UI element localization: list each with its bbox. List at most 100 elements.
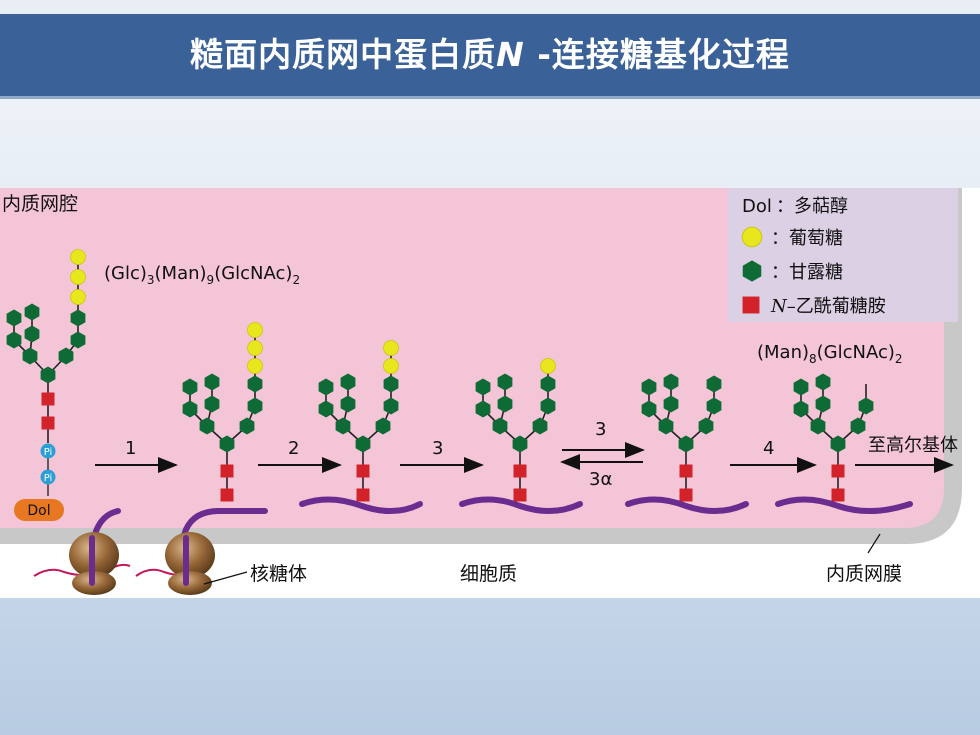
mannose bbox=[375, 417, 391, 435]
polypeptide-4 bbox=[625, 496, 749, 514]
formula-man-sub: 9 bbox=[207, 273, 215, 287]
phosphate-1-label: Pi bbox=[44, 447, 53, 458]
glycan-stage-3 bbox=[475, 358, 556, 502]
mannose bbox=[70, 309, 86, 327]
mannose bbox=[793, 400, 809, 418]
mannose bbox=[540, 397, 556, 415]
phosphate-2-label: Pi bbox=[44, 473, 53, 484]
glycan-stage-4 bbox=[641, 373, 722, 502]
glucose bbox=[247, 340, 263, 356]
mannose bbox=[335, 417, 351, 435]
mannose bbox=[22, 347, 38, 365]
glcnac bbox=[356, 464, 370, 478]
cytosol-label: 细胞质 bbox=[460, 563, 517, 585]
mannose bbox=[540, 375, 556, 393]
mannose bbox=[6, 331, 22, 349]
membrane-pointer bbox=[867, 533, 881, 554]
legend-glucose-label: ：葡萄糖 bbox=[771, 228, 843, 249]
formula-glcnac-sub: 2 bbox=[292, 273, 300, 287]
glycosylation-diagram: Dol ：多萜醇 ：葡萄糖 ：甘露糖 N–乙酰葡糖胺 内质网腔 (Glc)3(M… bbox=[0, 188, 980, 598]
glcnac bbox=[679, 464, 693, 478]
mannose bbox=[698, 417, 714, 435]
glcnac bbox=[41, 416, 55, 430]
formula-glcnac2: (GlcNAc) bbox=[817, 342, 895, 363]
mannose bbox=[497, 373, 513, 391]
dolichol-anchor: Pi Pi Dol bbox=[14, 443, 64, 521]
product-formula: (Man)8(GlcNAc)2 bbox=[757, 342, 903, 366]
legend-glcnac-n: N bbox=[770, 296, 788, 317]
step-3-label: 3 bbox=[432, 438, 443, 459]
to-golgi-label: 至高尔基体 bbox=[868, 435, 958, 456]
ribosome-label: 核糖体 bbox=[250, 563, 307, 585]
glcnac bbox=[513, 464, 527, 478]
mannose bbox=[793, 378, 809, 396]
polypeptide-5 bbox=[775, 496, 913, 515]
title-bar bbox=[0, 14, 980, 99]
mannose bbox=[858, 397, 874, 415]
mannose bbox=[706, 375, 722, 393]
step-1-label: 1 bbox=[125, 438, 136, 459]
mannose bbox=[239, 417, 255, 435]
top-strip bbox=[0, 0, 980, 14]
polypeptide-2 bbox=[299, 496, 423, 514]
ribosome-small-subunit-2 bbox=[168, 571, 212, 595]
mannose bbox=[340, 395, 356, 413]
mannose bbox=[663, 395, 679, 413]
glucose bbox=[70, 249, 86, 265]
mannose bbox=[182, 378, 198, 396]
glcnac bbox=[356, 488, 370, 502]
glycan-stage-2 bbox=[318, 340, 399, 502]
polypeptide-3 bbox=[459, 496, 583, 514]
mannose bbox=[532, 417, 548, 435]
mannose bbox=[383, 375, 399, 393]
legend-glcnac-icon bbox=[742, 296, 760, 314]
mannose bbox=[199, 417, 215, 435]
step-2-label: 2 bbox=[288, 438, 299, 459]
mannose bbox=[475, 378, 491, 396]
mannose bbox=[641, 400, 657, 418]
mannose bbox=[658, 417, 674, 435]
glycan-stage-1 bbox=[182, 322, 263, 502]
formula-glc: (Glc) bbox=[104, 263, 147, 284]
glucose bbox=[247, 358, 263, 374]
mannose bbox=[706, 397, 722, 415]
mannose-core bbox=[219, 435, 235, 453]
mannose bbox=[810, 417, 826, 435]
formula-man8: (Man) bbox=[757, 342, 809, 363]
mannose bbox=[58, 347, 74, 365]
precursor-formula: (Glc)3(Man)9(GlcNAc)2 bbox=[104, 263, 300, 287]
mannose bbox=[850, 417, 866, 435]
er-lumen-label: 内质网腔 bbox=[2, 193, 78, 215]
legend-glcnac-rest: –乙酰葡糖胺 bbox=[787, 296, 886, 317]
er-membrane-label: 内质网膜 bbox=[826, 563, 902, 585]
dolichol-label: Dol bbox=[27, 503, 50, 519]
legend-box bbox=[728, 188, 958, 322]
ribosome-large-subunit-2 bbox=[165, 532, 215, 578]
mannose bbox=[318, 400, 334, 418]
mannose bbox=[340, 373, 356, 391]
legend-dol-desc: ：多萜醇 bbox=[776, 196, 848, 217]
mannose bbox=[318, 378, 334, 396]
step-4-label: 4 bbox=[763, 438, 774, 459]
formula-man: (Man) bbox=[155, 263, 207, 284]
mannose bbox=[663, 373, 679, 391]
mannose-core bbox=[512, 435, 528, 453]
mannose bbox=[815, 395, 831, 413]
glcnac bbox=[831, 488, 845, 502]
mannose bbox=[492, 417, 508, 435]
glucose bbox=[70, 269, 86, 285]
ribosome-1 bbox=[33, 532, 131, 595]
mannose bbox=[815, 373, 831, 391]
mannose-core bbox=[355, 435, 371, 453]
ribosome-pointer bbox=[203, 571, 248, 585]
glucose bbox=[247, 322, 263, 338]
legend-glucose-icon bbox=[741, 226, 763, 248]
step-3-forward-label: 3 bbox=[595, 419, 606, 440]
glcnac bbox=[513, 488, 527, 502]
mannose bbox=[497, 395, 513, 413]
glucose bbox=[383, 358, 399, 374]
mannose bbox=[383, 397, 399, 415]
step-3a-label: 3α bbox=[589, 469, 612, 490]
er-lumen bbox=[0, 188, 944, 528]
title-italic-n: N bbox=[496, 35, 525, 74]
